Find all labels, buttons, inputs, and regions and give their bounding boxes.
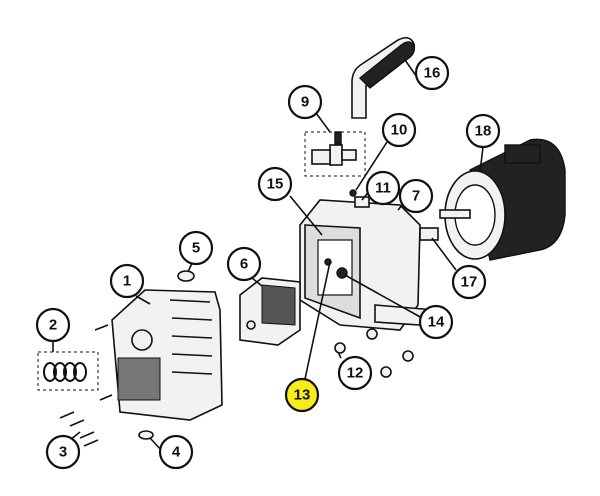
svg-text:16: 16 (424, 65, 441, 82)
callout-18: 18 (465, 113, 501, 149)
part-valve (304, 131, 366, 177)
svg-text:14: 14 (428, 314, 445, 331)
callout-1: 1 (109, 263, 145, 299)
svg-text:6: 6 (240, 256, 248, 273)
svg-text:12: 12 (347, 365, 364, 382)
svg-text:15: 15 (267, 176, 284, 193)
callout-6: 6 (226, 246, 262, 282)
svg-text:5: 5 (192, 240, 200, 257)
callout-4: 4 (158, 434, 194, 470)
svg-text:3: 3 (59, 444, 67, 461)
svg-text:17: 17 (461, 274, 478, 291)
part-nuts (334, 328, 414, 378)
part-screws (59, 324, 113, 447)
svg-text:18: 18 (475, 123, 492, 140)
part-handle (351, 36, 416, 119)
callout-17: 17 (451, 264, 487, 300)
callout-9: 9 (287, 84, 323, 120)
part-cover (111, 289, 223, 421)
callout-11: 11 (365, 170, 401, 206)
svg-text:2: 2 (49, 317, 57, 334)
part-10 (349, 189, 357, 197)
callout-2: 2 (35, 307, 71, 343)
svg-text:7: 7 (412, 188, 420, 205)
callout-7: 7 (398, 178, 434, 214)
part-pump-body (299, 196, 437, 331)
svg-text:1: 1 (123, 273, 131, 290)
callout-10: 10 (381, 112, 417, 148)
svg-text:9: 9 (301, 94, 309, 111)
svg-text:4: 4 (172, 444, 181, 461)
part-filter (239, 277, 301, 346)
callout-15: 15 (257, 166, 293, 202)
callout-13-highlighted: 13 (284, 377, 320, 413)
svg-text:11: 11 (375, 180, 391, 197)
part-motor (439, 138, 566, 261)
callout-12: 12 (337, 355, 373, 391)
callout-5: 5 (178, 230, 214, 266)
callout-16: 16 (414, 55, 450, 91)
svg-text:13: 13 (294, 387, 311, 404)
callout-3: 3 (45, 434, 81, 470)
svg-text:10: 10 (391, 122, 408, 139)
part-cap (177, 270, 195, 282)
part-orings (37, 351, 99, 391)
part-4 (138, 430, 154, 440)
callout-14: 14 (418, 304, 454, 340)
part-coupling (419, 227, 439, 241)
